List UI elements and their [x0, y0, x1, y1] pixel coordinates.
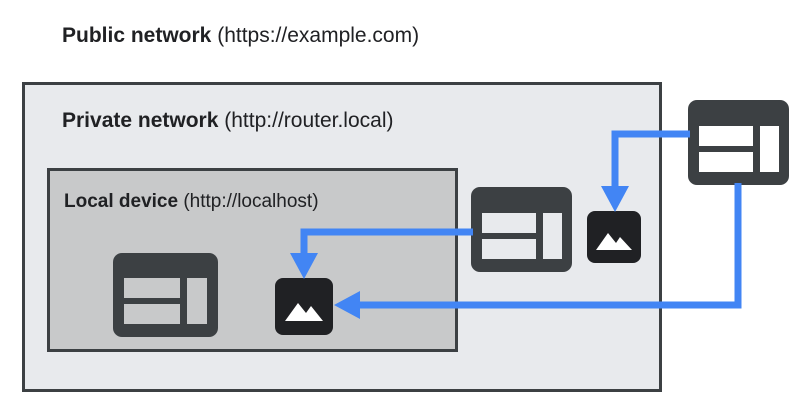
public-network-url: (https://example.com) — [217, 24, 420, 47]
public-network-label: Public network (https://example.com) — [62, 25, 419, 46]
browser-window-icon — [113, 253, 218, 337]
private-network-url: (http://router.local) — [224, 109, 394, 132]
local-device-label: Local device (http://localhost) — [64, 192, 319, 211]
browser-window-icon — [471, 187, 572, 272]
private-network-name: Private network — [62, 109, 219, 132]
local-device-url: (http://localhost) — [183, 191, 319, 212]
private-network-label: Private network (http://router.local) — [62, 110, 394, 131]
browser-window-icon — [688, 100, 789, 185]
local-device-name: Local device — [64, 191, 179, 212]
image-resource-icon — [275, 278, 333, 335]
public-network-name: Public network — [62, 24, 212, 47]
image-resource-icon — [587, 211, 641, 263]
